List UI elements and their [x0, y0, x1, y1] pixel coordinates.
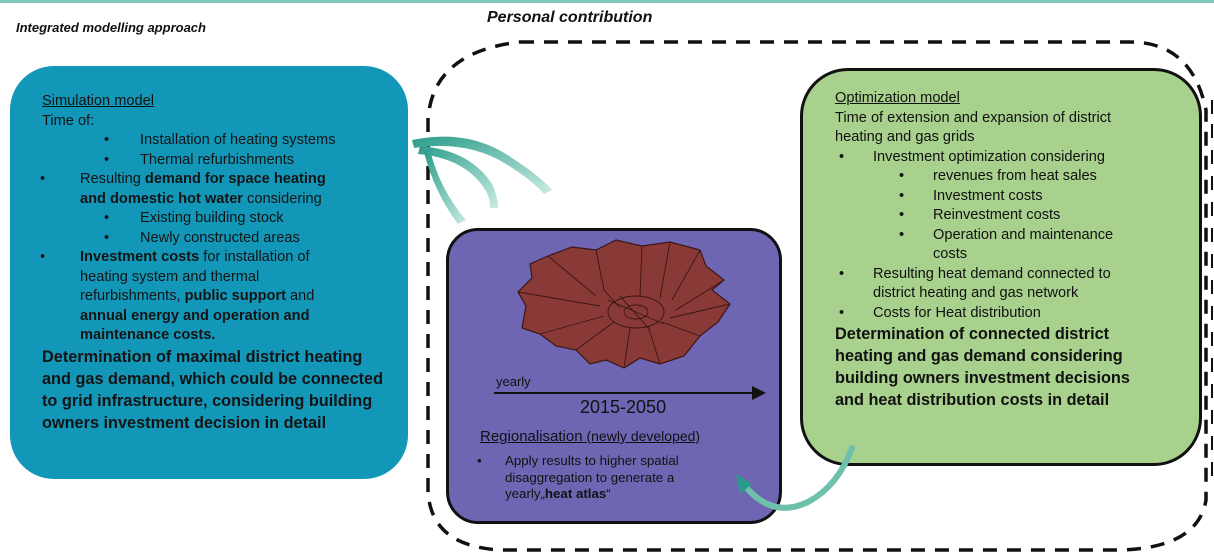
optimization-sub-item: •revenues from heat sales: [835, 167, 1199, 187]
bullet-icon: •: [839, 265, 845, 282]
simulation-sub-item: •Newly constructed areas: [42, 229, 408, 249]
optimization-bullet-investment: •Investment optimization considering: [835, 148, 1199, 168]
optimization-conclusion: and heat distribution costs in detail: [835, 391, 1110, 409]
optimization-line: Time of extension and expansion of distr…: [835, 109, 1112, 126]
top-divider-line: [0, 0, 1214, 3]
timeline-yearly-label: yearly: [496, 374, 531, 389]
bullet-icon: •: [899, 187, 905, 204]
bullet-icon: •: [899, 168, 905, 184]
optimization-sub-item: •Reinvestment costs: [835, 206, 1199, 226]
personal-contribution-label: Personal contribution: [487, 9, 653, 26]
bullet-icon: •: [40, 249, 46, 265]
timeline-arrow: [494, 386, 766, 400]
timeline-period-label: 2015-2050: [580, 397, 667, 417]
simulation-title: Simulation model: [42, 93, 154, 109]
optimization-model-box: Optimization model Time of extension and…: [800, 68, 1202, 466]
simulation-costs-line: maintenance costs.: [80, 327, 216, 343]
optimization-bullet-heat-demand: •Resulting heat demand connected to: [835, 265, 1199, 285]
simulation-bullet-costs: •Investment costs for installation of: [40, 248, 408, 268]
simulation-sub-item: •Thermal refurbishments: [42, 151, 408, 171]
optimization-conclusion: building owners investment decisions: [835, 369, 1130, 387]
optimization-bullet-distribution: •Costs for Heat distribution: [835, 304, 1199, 324]
regionalisation-title: Regionalisation (newly developed): [480, 428, 701, 445]
simulation-bullet-demand-cont: and domestic hot water considering: [80, 190, 322, 207]
bullet-icon: •: [104, 229, 110, 246]
simulation-costs-line: refurbishments, public support and: [80, 288, 315, 304]
simulation-sub-item: •Installation of heating systems: [42, 131, 408, 151]
optimization-sub-item: •Operation and maintenance: [835, 226, 1199, 246]
bullet-icon: •: [104, 151, 110, 168]
optimization-line: heating and gas grids: [835, 129, 975, 145]
integrated-approach-label: Integrated modelling approach: [16, 20, 206, 35]
bullet-icon: •: [40, 171, 46, 187]
personal-contribution-boundary: [426, 40, 1208, 552]
simulation-bullet-demand: •Resulting demand for space heating: [40, 170, 408, 190]
optimization-sub-item-cont: costs: [933, 246, 968, 262]
optimization-conclusion: Determination of connected district: [835, 325, 1110, 343]
simulation-sub-item: •Existing building stock: [42, 209, 408, 229]
simulation-conclusion: to grid infrastructure, considering buil…: [42, 391, 373, 410]
simulation-conclusion: Determination of maximal district heatin…: [42, 347, 363, 366]
optimization-bullet-heat-demand-cont: district heating and gas network: [873, 285, 1079, 301]
simulation-conclusion: owners investment decision in detail: [42, 413, 327, 432]
simulation-costs-line: heating system and thermal: [80, 268, 260, 285]
regionalisation-to-optimization-arrow: [736, 445, 855, 511]
optimization-conclusion: heating and gas demand considering: [835, 347, 1123, 365]
bullet-icon: •: [899, 207, 905, 223]
simulation-costs-line: annual energy and operation and: [80, 307, 310, 324]
optimization-sub-item: •Investment costs: [835, 187, 1199, 207]
simulation-time-of: Time of:: [42, 112, 95, 129]
bullet-icon: •: [839, 304, 845, 321]
simulation-to-regionalisation-arrows: [412, 136, 552, 224]
bullet-icon: •: [839, 148, 845, 165]
vienna-district-map: [517, 239, 731, 369]
bullet-icon: •: [899, 226, 905, 243]
bullet-icon: •: [477, 453, 482, 468]
bullet-icon: •: [104, 210, 110, 226]
optimization-title: Optimization model: [835, 90, 960, 106]
regionalisation-bullet: •Apply results to higher spatial disaggr…: [477, 453, 679, 501]
simulation-model-box: Simulation model Time of: •Installation …: [10, 66, 408, 479]
simulation-conclusion: and gas demand, which could be connected: [42, 369, 384, 388]
bullet-icon: •: [104, 132, 110, 148]
